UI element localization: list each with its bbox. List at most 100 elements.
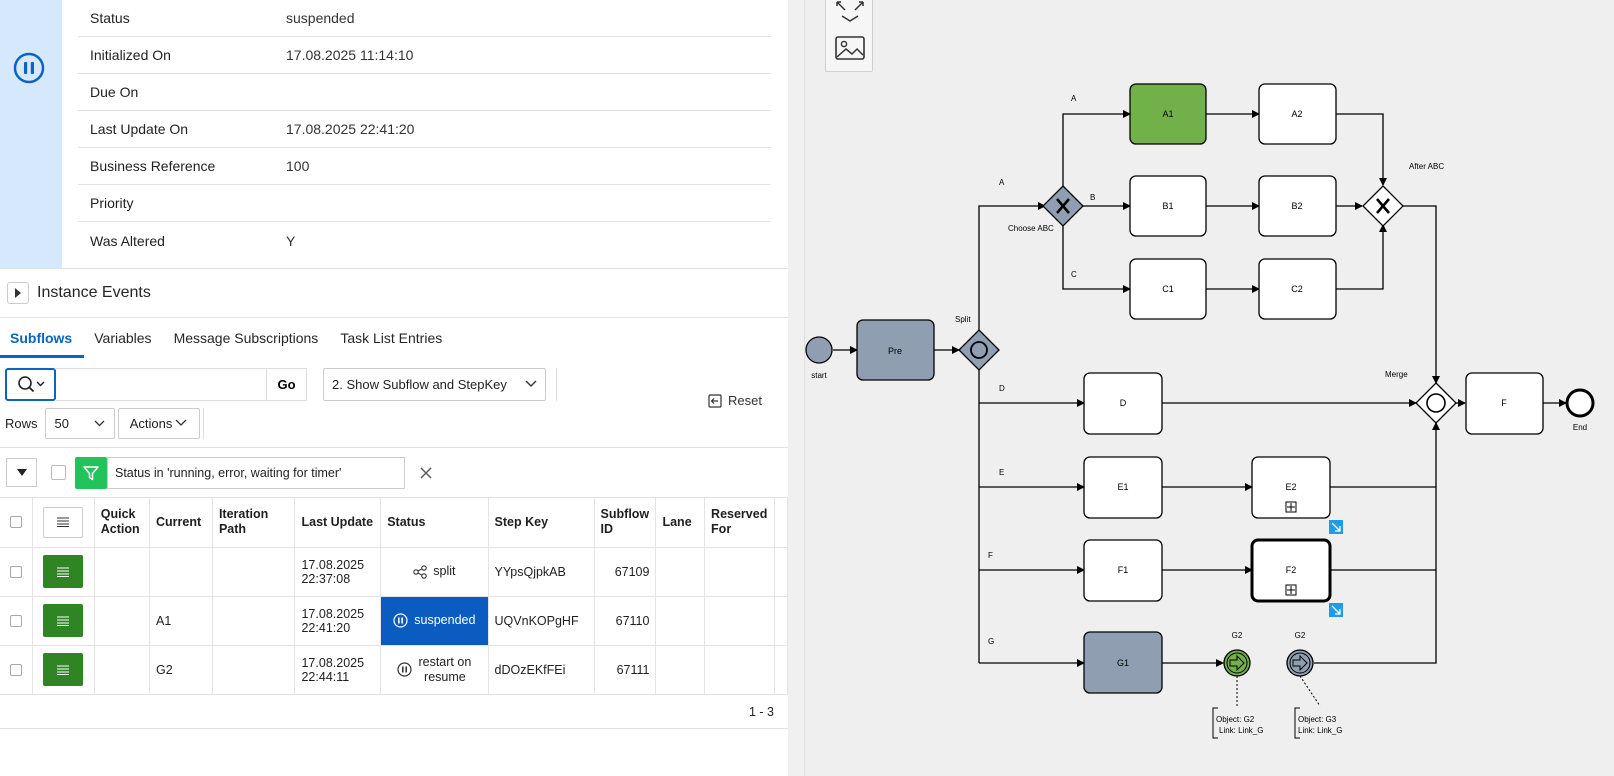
task-d[interactable] — [1083, 372, 1163, 435]
tab-variables[interactable]: Variables — [94, 330, 152, 346]
quick-action-button[interactable] — [43, 555, 84, 588]
drilldown-icon[interactable] — [1329, 603, 1343, 617]
filter-expression[interactable]: Status in 'running, error, waiting for t… — [107, 456, 405, 489]
report-view-select[interactable]: 2. Show Subflow and StepKey — [323, 367, 546, 401]
list-icon — [57, 567, 70, 577]
quick-action-button[interactable] — [43, 604, 84, 637]
subprocess-e2[interactable] — [1251, 456, 1331, 519]
detail-label: Status — [90, 10, 130, 26]
header-step-key[interactable]: Step Key — [488, 498, 595, 548]
status-text: restart on — [418, 654, 472, 669]
go-button[interactable]: Go — [267, 367, 307, 401]
image-export-icon[interactable] — [834, 35, 866, 61]
detail-row-priority: Priority — [78, 185, 771, 222]
chevron-down-icon — [525, 380, 537, 387]
column-menu-button[interactable] — [43, 506, 84, 538]
link-throw-event-g2[interactable] — [1223, 649, 1251, 677]
cell-status-selected[interactable]: suspended — [380, 596, 489, 646]
header-current[interactable]: Current — [149, 498, 213, 548]
bpmn-viewer[interactable]: start Pre Split Choose ABC A A B C A1 A2… — [804, 0, 1614, 776]
task-label: Pre — [888, 346, 902, 356]
subprocess-f2[interactable] — [1250, 538, 1332, 603]
rows-per-page-value: 50 — [54, 415, 69, 431]
zoom-to-fit-icon[interactable] — [834, 0, 866, 23]
task-g1[interactable] — [1083, 631, 1163, 694]
rows-per-page-select[interactable]: 50 — [44, 407, 115, 439]
header-status[interactable]: Status — [380, 498, 489, 548]
task-c2[interactable] — [1258, 258, 1337, 320]
cell-status: split — [380, 547, 489, 597]
task-a1-current[interactable] — [1129, 83, 1207, 145]
flow — [1403, 205, 1440, 384]
task-pre[interactable] — [856, 319, 935, 381]
detail-value: 17.08.2025 22:41:20 — [286, 121, 415, 137]
exclusive-gateway-choose-abc[interactable] — [1042, 185, 1084, 227]
header-last-update[interactable]: Last Update — [294, 498, 382, 548]
remove-filter-icon[interactable] — [419, 466, 433, 480]
end-event[interactable] — [1565, 388, 1595, 418]
tab-message-subscriptions[interactable]: Message Subscriptions — [173, 330, 319, 346]
task-a2[interactable] — [1258, 83, 1337, 145]
flow-label: B — [1090, 193, 1095, 202]
task-label: E2 — [1285, 482, 1296, 492]
header-lane[interactable]: Lane — [655, 498, 706, 548]
link-catch-event-g2[interactable] — [1286, 649, 1314, 677]
task-e1[interactable] — [1083, 456, 1163, 519]
tab-task-list-entries[interactable]: Task List Entries — [340, 330, 443, 346]
chevron-down-icon — [94, 420, 104, 426]
header-reserved-for[interactable]: Reserved For — [704, 498, 775, 548]
search-input[interactable] — [56, 367, 267, 401]
cell-empty — [94, 596, 151, 646]
start-event[interactable] — [805, 336, 833, 364]
row-checkbox[interactable] — [9, 614, 22, 627]
row-checkbox[interactable] — [9, 663, 22, 676]
filter-enable-checkbox[interactable] — [51, 465, 66, 480]
grid-header-row: Quick Action Current Iteration Path Last… — [0, 498, 789, 548]
detail-label: Priority — [90, 195, 134, 211]
drilldown-icon[interactable] — [1329, 520, 1343, 534]
task-c1[interactable] — [1129, 258, 1207, 320]
task-f[interactable] — [1465, 372, 1544, 435]
header-iteration-path[interactable]: Iteration Path — [212, 498, 296, 548]
tab-subflows[interactable]: Subflows — [0, 324, 85, 358]
flow — [1062, 110, 1131, 186]
task-b2[interactable] — [1258, 175, 1337, 237]
select-all-checkbox[interactable] — [9, 516, 22, 529]
search-column-button[interactable] — [5, 367, 56, 401]
flow-label: E — [999, 468, 1004, 477]
chevron-down-icon — [175, 419, 187, 426]
event-label: G2 — [1232, 631, 1243, 640]
header-quick-action[interactable]: Quick Action — [94, 498, 151, 548]
actions-menu-button[interactable]: Actions — [117, 407, 200, 439]
flow — [1314, 422, 1440, 664]
task-label: B1 — [1162, 201, 1173, 211]
quick-action-button[interactable] — [43, 653, 84, 686]
task-f1[interactable] — [1083, 539, 1163, 602]
inclusive-gateway-merge[interactable] — [1415, 382, 1457, 424]
report-view-value: 2. Show Subflow and StepKey — [332, 376, 507, 392]
flow-label: A — [999, 178, 1005, 187]
row-checkbox[interactable] — [9, 565, 22, 578]
expand-toggle-button[interactable] — [7, 282, 29, 304]
cell-empty — [94, 547, 151, 597]
task-b1[interactable] — [1129, 175, 1207, 237]
reset-label: Reset — [728, 393, 762, 408]
parallel-gateway-split[interactable] — [958, 329, 1000, 371]
status-text: split — [433, 564, 456, 578]
cell-empty — [94, 645, 151, 695]
cell-reserved — [704, 645, 775, 695]
collapse-filters-button[interactable] — [6, 458, 37, 487]
reset-button[interactable]: Reset — [708, 393, 762, 408]
exclusive-gateway-after-abc[interactable] — [1362, 185, 1404, 227]
pause-circle-icon — [13, 52, 45, 84]
header-subflow-id[interactable]: Subflow ID — [594, 498, 657, 548]
actions-label: Actions — [129, 415, 173, 431]
task-label: F — [1501, 398, 1507, 408]
